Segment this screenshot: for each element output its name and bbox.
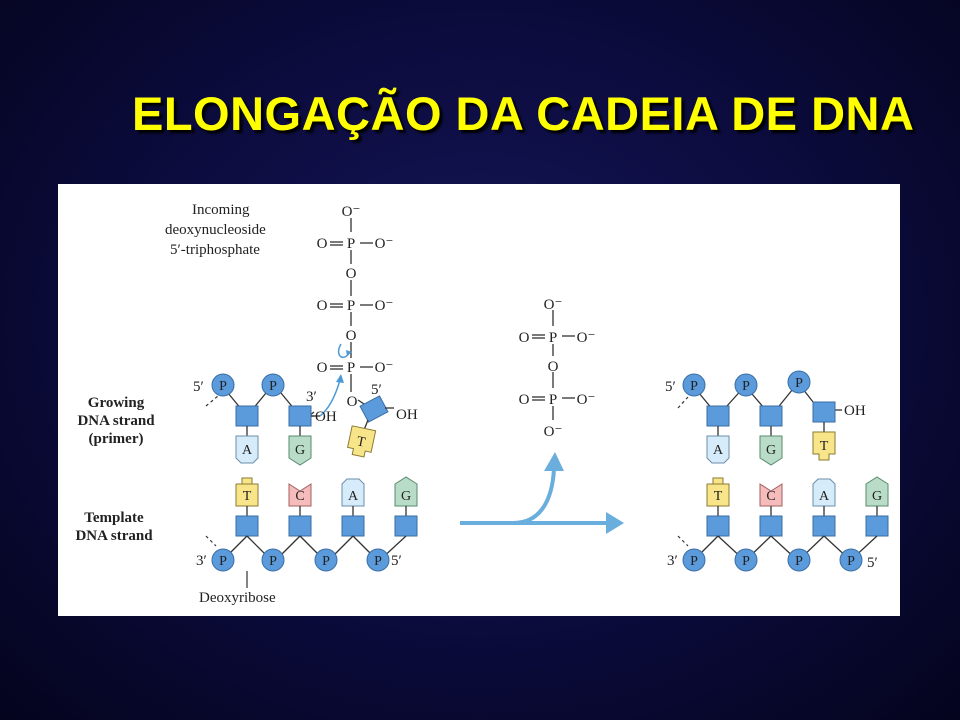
template-strand-label: Template DNA strand [75,510,153,544]
svg-text:3′: 3′ [306,389,317,405]
deoxyribose-label: Deoxyribose [199,590,276,606]
svg-text:A: A [348,489,359,504]
incoming-base-T: T [347,425,377,458]
svg-text:P: P [847,554,855,569]
svg-text:A: A [713,443,724,458]
svg-text:DNA strand: DNA strand [75,528,153,544]
svg-text:C: C [766,489,775,504]
svg-text:O⁻: O⁻ [375,236,394,252]
svg-text:A: A [242,443,253,458]
template-strand-left [205,476,418,588]
svg-text:Growing: Growing [88,395,145,411]
svg-text:P: P [742,554,750,569]
svg-text:P: P [269,379,277,394]
svg-text:5′: 5′ [867,555,878,571]
svg-text:5′: 5′ [371,382,382,398]
svg-text:O: O [346,266,357,282]
incoming-sugar [359,395,389,423]
svg-text:O: O [317,360,328,376]
svg-text:P: P [219,554,227,569]
svg-text:O⁻: O⁻ [544,424,563,440]
svg-text:5′-triphosphate: 5′-triphosphate [170,242,260,258]
svg-text:O: O [346,328,357,344]
svg-text:T: T [820,439,829,454]
svg-text:DNA strand: DNA strand [77,413,155,429]
svg-text:OH: OH [844,403,866,419]
svg-text:P: P [219,379,227,394]
svg-text:3′: 3′ [667,553,678,569]
svg-text:OH: OH [396,407,418,423]
svg-text:O⁻: O⁻ [375,360,394,376]
svg-text:O⁻: O⁻ [577,392,596,408]
dna-elongation-figure: Incoming deoxynucleoside 5′-triphosphate… [58,184,900,616]
template-strand-right [677,476,889,572]
svg-text:T: T [714,489,723,504]
svg-text:5′: 5′ [665,379,676,395]
svg-text:T: T [355,434,367,451]
dna-elongation-diagram: Incoming deoxynucleoside 5′-triphosphate… [75,202,889,606]
svg-text:P: P [347,236,355,252]
pyrophosphate: O⁻ O P O⁻ O O P O⁻ O⁻ [519,297,596,440]
svg-text:O: O [519,330,530,346]
svg-text:deoxynucleoside: deoxynucleoside [165,222,266,238]
template-3prime-label: 3′ [196,553,207,569]
svg-text:O⁻: O⁻ [375,298,394,314]
svg-text:O⁻: O⁻ [577,330,596,346]
svg-text:OH: OH [315,409,337,425]
svg-text:P: P [795,376,803,391]
svg-text:Template: Template [84,510,144,526]
svg-text:C: C [295,489,304,504]
svg-text:P: P [347,360,355,376]
svg-text:P: P [347,298,355,314]
svg-text:G: G [401,489,411,504]
svg-text:O: O [317,236,328,252]
svg-text:P: P [322,554,330,569]
svg-text:P: P [269,554,277,569]
svg-text:O: O [548,359,559,375]
svg-text:G: G [766,443,776,458]
svg-text:P: P [690,554,698,569]
svg-text:T: T [243,489,252,504]
svg-text:(primer): (primer) [89,431,144,447]
svg-text:P: P [549,392,557,408]
svg-text:P: P [374,554,382,569]
svg-text:G: G [295,443,305,458]
primer-strand-right [677,370,842,466]
slide-title: ELONGAÇÃO DA CADEIA DE DNA [132,87,915,140]
svg-text:O: O [347,394,358,410]
svg-text:O: O [519,392,530,408]
svg-text:O⁻: O⁻ [342,204,361,220]
svg-text:G: G [872,489,882,504]
reaction-arrow-icon [460,452,624,534]
growing-strand-label: Growing DNA strand (primer) [77,395,155,447]
incoming-nucleotide-label: Incoming deoxynucleoside 5′-triphosphate [165,202,266,258]
attack-arrow-2-icon [319,379,341,417]
svg-text:O: O [317,298,328,314]
primer-strand-left [205,373,320,466]
svg-text:5′: 5′ [391,553,402,569]
triphosphate-chain: O⁻ O P O⁻ O O P O⁻ O O P O⁻ O 5′ [317,204,394,410]
svg-text:P: P [742,379,750,394]
svg-text:Incoming: Incoming [192,202,250,218]
svg-text:P: P [690,379,698,394]
primer-5prime-label: 5′ [193,379,204,395]
svg-text:P: P [549,330,557,346]
svg-text:P: P [795,554,803,569]
svg-text:O⁻: O⁻ [544,297,563,313]
svg-text:A: A [819,489,830,504]
